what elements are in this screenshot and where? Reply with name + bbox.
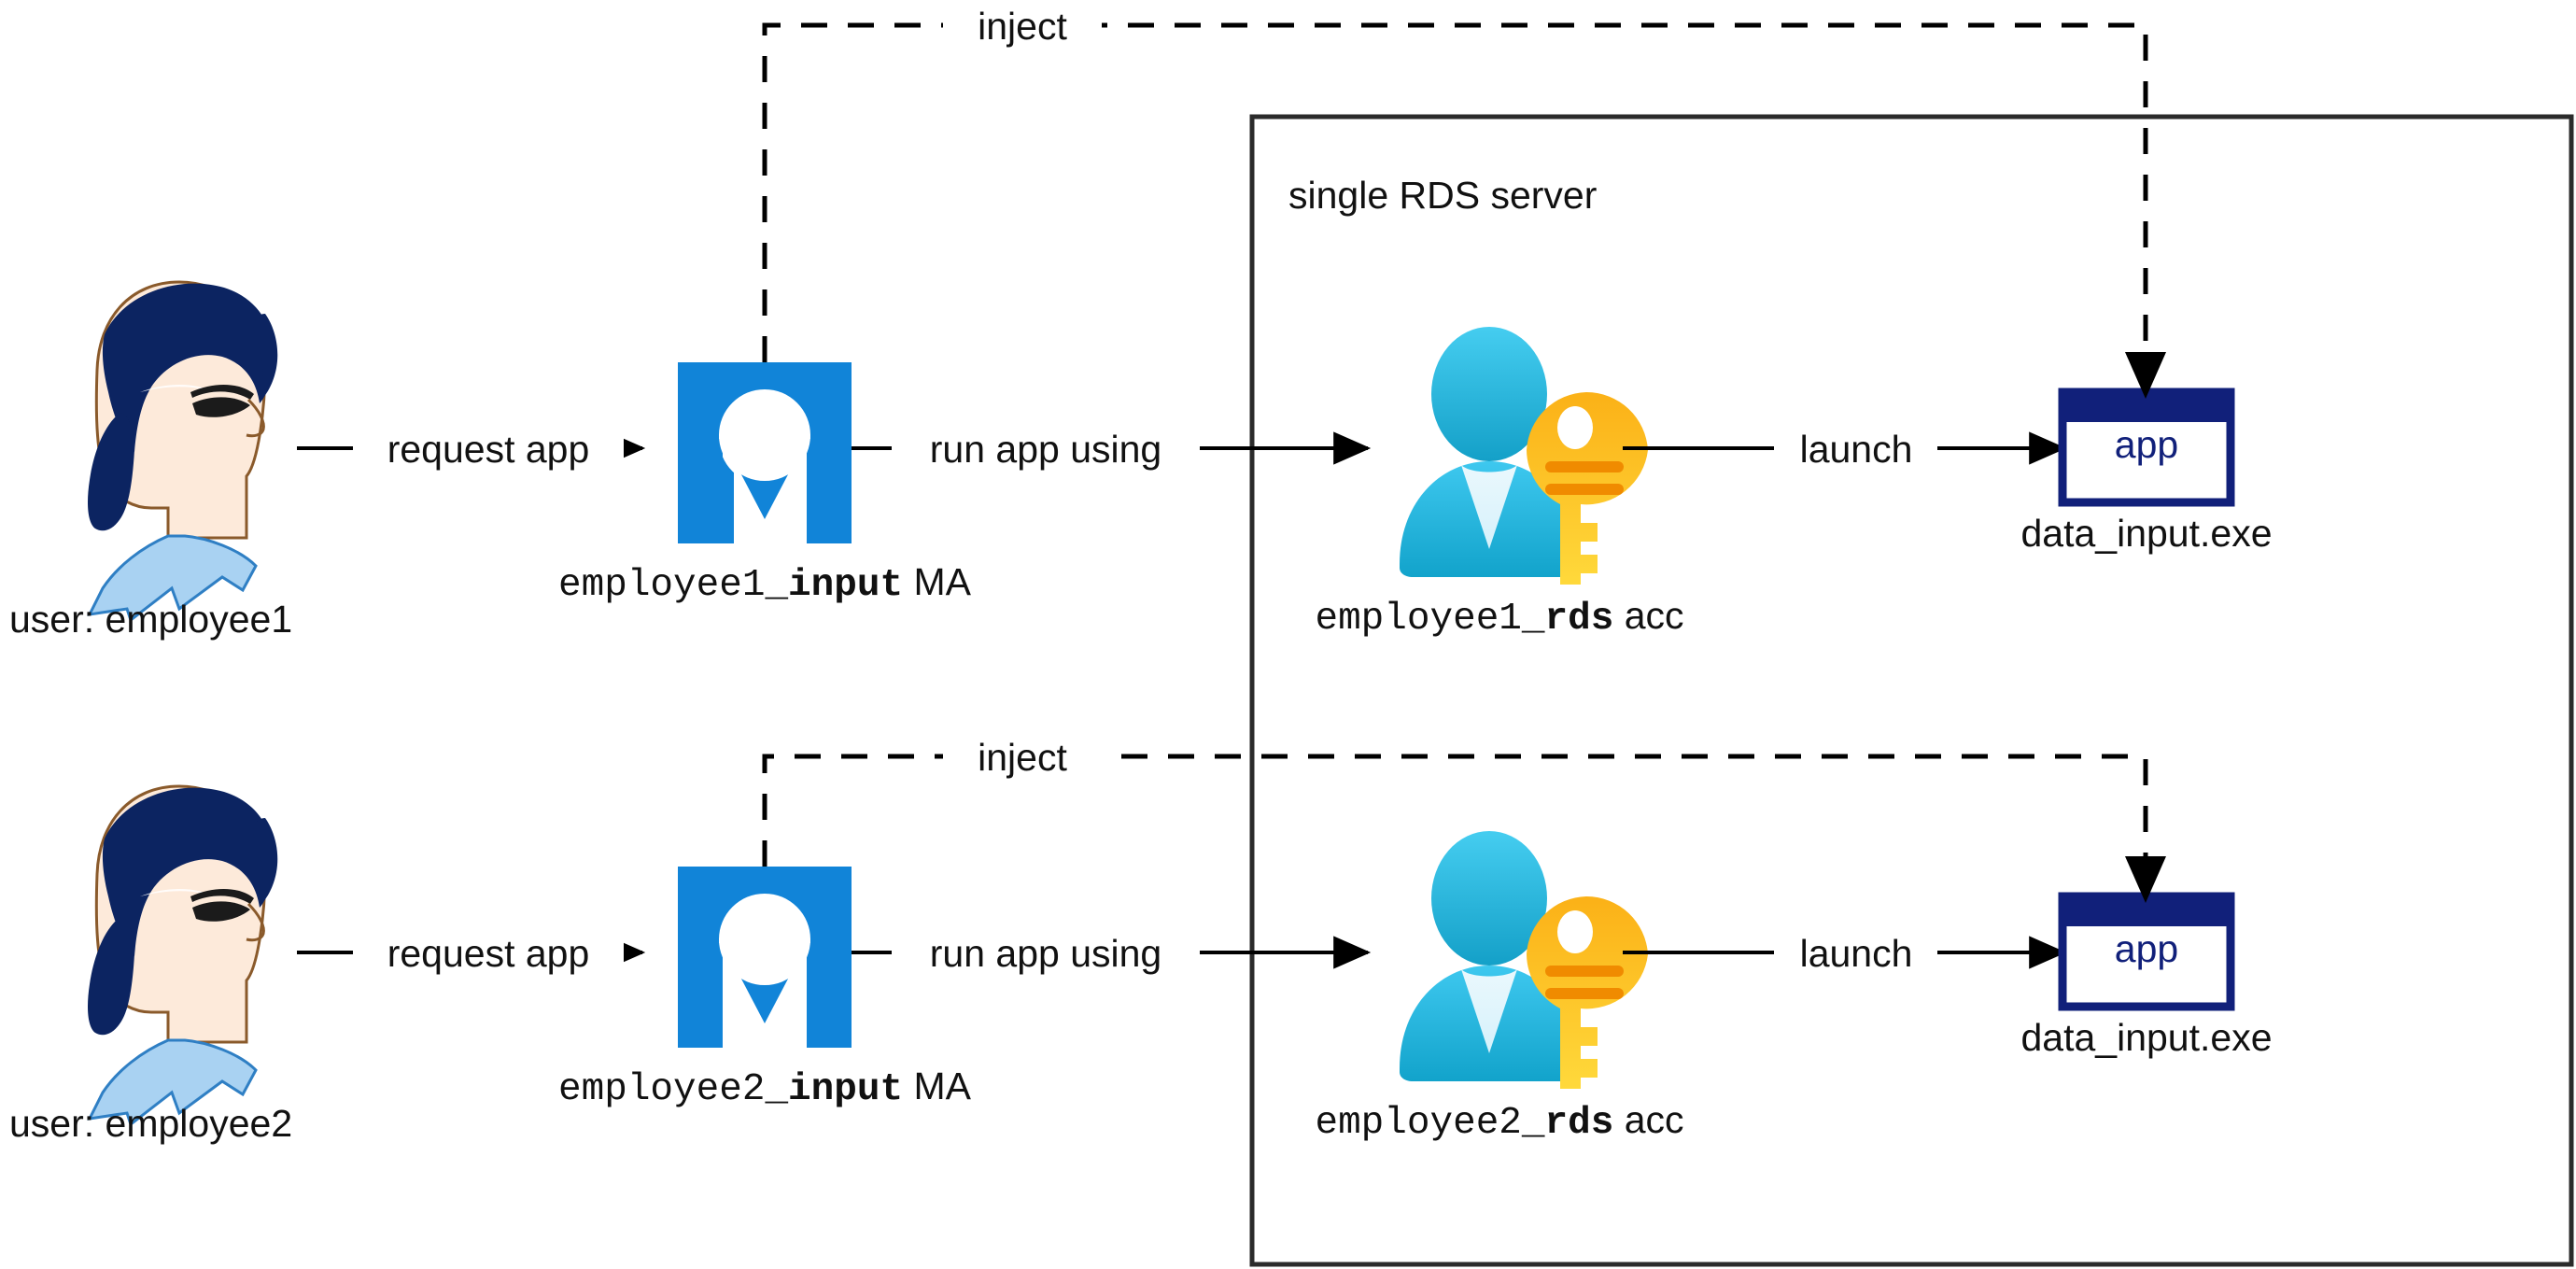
inject-path-1 — [762, 22, 2166, 400]
edge-label-request-app-1: request app — [387, 428, 590, 471]
acc-label-kind-2: acc — [1613, 1098, 1684, 1141]
user-label-1: user: employee1 — [9, 598, 293, 641]
user-with-key-icon-2 — [1400, 831, 1648, 1089]
user-with-key-icon-1 — [1400, 327, 1648, 585]
edge-label-run-app-using-2: run app using — [929, 932, 1162, 975]
app-window-word-1: app — [2114, 423, 2179, 466]
edge-label-request-app-2: request app — [387, 932, 590, 975]
managed-app-icon-2 — [678, 867, 852, 1048]
ma-label-suffix-1: _input — [765, 564, 904, 607]
rds-server-group-title: single RDS server — [1288, 174, 1598, 217]
acc-label-suffix-1: _rds — [1521, 598, 1614, 641]
managed-app-icon-1 — [678, 362, 852, 543]
ma-label-name-2: employee2 — [558, 1068, 766, 1111]
user-head-profile-icon-1 — [87, 280, 278, 623]
rds-account-label-1: employee1_rds acc — [1315, 594, 1683, 641]
acc-label-name-1: employee1 — [1315, 598, 1522, 641]
user-label-2: user: employee2 — [9, 1102, 293, 1145]
ma-label-kind-2: MA — [903, 1065, 971, 1107]
app-window-icon-1 — [2058, 388, 2235, 507]
rds-server-group-box — [1249, 114, 2574, 1267]
app-window-icon-2 — [2058, 892, 2235, 1011]
ma-label-1: employee1_input MA — [558, 560, 971, 607]
app-exe-label-2: data_input.exe — [2020, 1016, 2273, 1059]
user-head-profile-icon-2 — [87, 784, 278, 1127]
edge-label-inject-1: inject — [978, 5, 1067, 48]
acc-label-kind-1: acc — [1613, 594, 1684, 637]
edge-label-inject-2: inject — [978, 736, 1067, 779]
ma-label-2: employee2_input MA — [558, 1065, 971, 1111]
edge-label-launch-2: launch — [1799, 932, 1913, 975]
edge-label-run-app-using-1: run app using — [929, 428, 1162, 471]
ma-label-kind-1: MA — [903, 560, 971, 603]
acc-label-suffix-2: _rds — [1521, 1102, 1614, 1145]
app-window-word-2: app — [2114, 927, 2179, 970]
inject-path-2 — [762, 754, 2166, 904]
edge-label-launch-1: launch — [1799, 428, 1913, 471]
app-exe-label-1: data_input.exe — [2020, 512, 2273, 555]
rds-account-label-2: employee2_rds acc — [1315, 1098, 1683, 1145]
ma-label-suffix-2: _input — [765, 1068, 904, 1111]
ma-label-name-1: employee1 — [558, 564, 766, 607]
acc-label-name-2: employee2 — [1315, 1102, 1522, 1145]
